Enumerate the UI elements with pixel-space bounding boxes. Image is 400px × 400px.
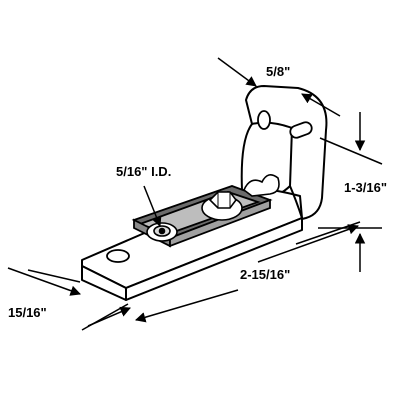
bushing-center	[158, 227, 166, 235]
base-hole	[106, 249, 130, 263]
hole-spacing-label: 5/8"	[266, 64, 290, 79]
flange-holes	[257, 110, 313, 139]
height-extension-top	[319, 137, 383, 165]
height-label: 1-3/16"	[344, 180, 387, 195]
width-label: 15/16"	[8, 305, 47, 320]
flange-edge	[289, 185, 303, 219]
length-label: 2-15/16"	[240, 267, 290, 282]
spring-clip	[243, 174, 280, 197]
hex-bolt	[201, 191, 243, 221]
width-extension-left	[27, 269, 81, 283]
round-hole	[257, 110, 271, 130]
length-extension	[295, 221, 361, 245]
inner-diameter-label: 5/16" I.D.	[116, 164, 171, 179]
flange-bend	[240, 123, 253, 191]
hole-spacing-arrow-right	[301, 93, 341, 117]
inner-diameter-leader	[143, 185, 162, 227]
dimension-lines	[7, 57, 383, 331]
length-arrow-right	[257, 224, 359, 263]
slot-hole	[289, 121, 313, 139]
width-arrow-left	[7, 267, 81, 296]
width-arrow-right	[87, 306, 131, 327]
base-plate-side	[125, 217, 303, 301]
length-arrow-left	[134, 289, 239, 323]
bushing	[146, 222, 178, 242]
hole-spacing-arrow-left	[217, 57, 257, 87]
